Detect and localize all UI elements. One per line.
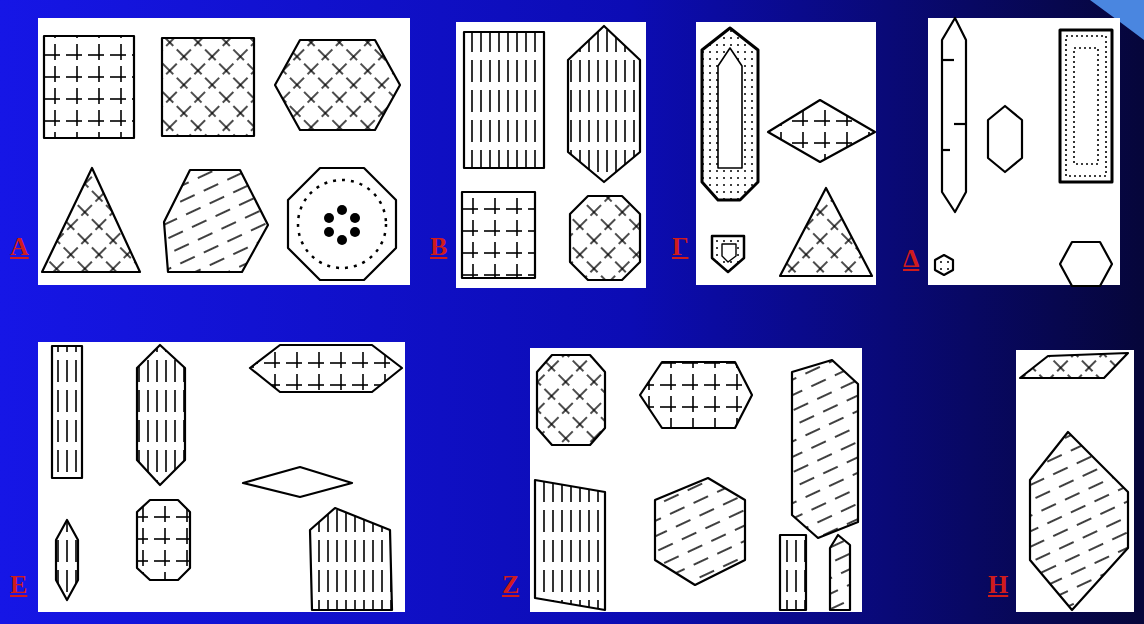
panel-letter: A [10,234,29,260]
panel-letter: Z [502,572,519,598]
panel-letter: B [430,234,447,260]
panel-letter: H [988,572,1008,598]
panel-letter: Δ [903,246,919,272]
panel-letter: E [10,572,27,598]
panel-letter: Г [672,234,689,260]
